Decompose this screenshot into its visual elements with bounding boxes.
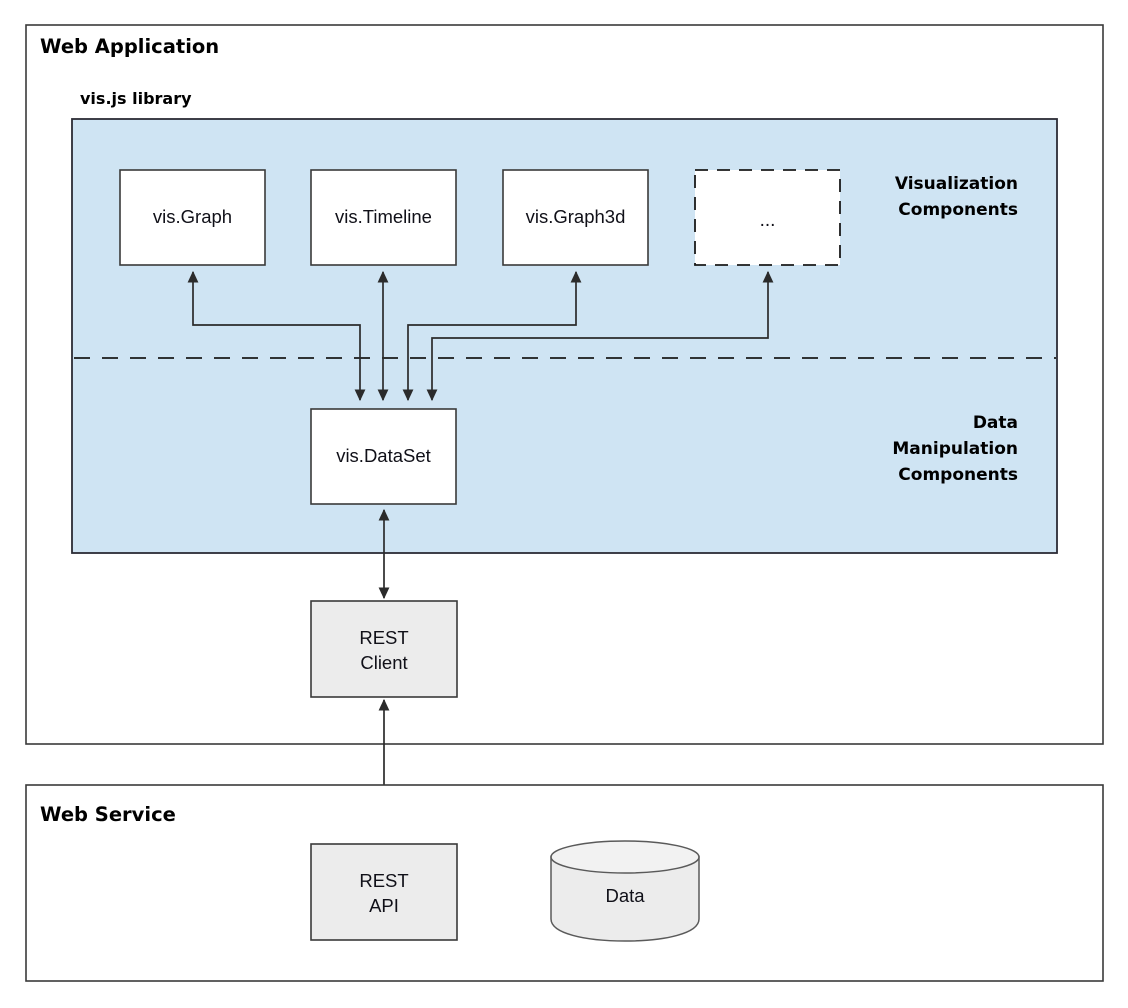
component-vis-graph-label: vis.Graph <box>153 206 232 227</box>
data-manipulation-label-line-1: Data <box>973 413 1018 433</box>
component-rest-api[interactable]: REST API <box>310 843 458 941</box>
component-data-store[interactable]: Data <box>550 840 700 942</box>
connector-dataset-more <box>426 270 774 402</box>
web-service-border <box>25 784 1104 982</box>
component-vis-graph[interactable]: vis.Graph <box>119 169 266 266</box>
data-manipulation-components-label: Data Manipulation Components <box>892 413 1018 485</box>
component-vis-timeline-label: vis.Timeline <box>335 206 432 227</box>
component-rest-api-label-line-2: API <box>369 895 399 916</box>
component-vis-graph3d-label: vis.Graph3d <box>526 206 626 227</box>
component-more-components-label: ... <box>760 210 776 231</box>
data-store-cylinder-body[interactable] <box>550 856 700 942</box>
component-more-components[interactable]: ... <box>694 169 841 266</box>
component-more-components-box[interactable] <box>694 169 841 266</box>
component-vis-graph-box[interactable] <box>119 169 266 266</box>
vis-js-library-title: vis.js library <box>80 89 192 108</box>
visualization-components-label-line-2: Components <box>898 200 1018 220</box>
component-data-store-label: Data <box>605 885 645 906</box>
component-rest-client-label-line-1: REST <box>359 627 408 648</box>
component-vis-graph3d-box[interactable] <box>502 169 649 266</box>
visualization-components-label: Visualization Components <box>895 174 1018 220</box>
web-service-title: Web Service <box>40 803 176 826</box>
component-vis-graph3d[interactable]: vis.Graph3d <box>502 169 649 266</box>
component-vis-dataset-label: vis.DataSet <box>336 445 431 466</box>
component-rest-client-box[interactable] <box>310 600 458 698</box>
visualization-components-label-line-1: Visualization <box>895 174 1018 194</box>
web-service-frame: Web Service <box>25 784 1104 982</box>
data-manipulation-label-line-2: Manipulation <box>892 439 1018 459</box>
component-vis-dataset[interactable]: vis.DataSet <box>310 408 457 505</box>
connector-dataset-graph <box>187 270 366 402</box>
component-vis-dataset-box[interactable] <box>310 408 457 505</box>
component-rest-client-label-line-2: Client <box>360 652 407 673</box>
component-rest-api-label-line-1: REST <box>359 870 408 891</box>
data-manipulation-label-line-3: Components <box>898 465 1018 485</box>
component-vis-timeline-box[interactable] <box>310 169 457 266</box>
component-vis-timeline[interactable]: vis.Timeline <box>310 169 457 266</box>
web-application-title: Web Application <box>40 35 219 58</box>
data-store-cylinder-top <box>550 840 700 874</box>
component-rest-client[interactable]: REST Client <box>310 600 458 698</box>
component-rest-api-box[interactable] <box>310 843 458 941</box>
